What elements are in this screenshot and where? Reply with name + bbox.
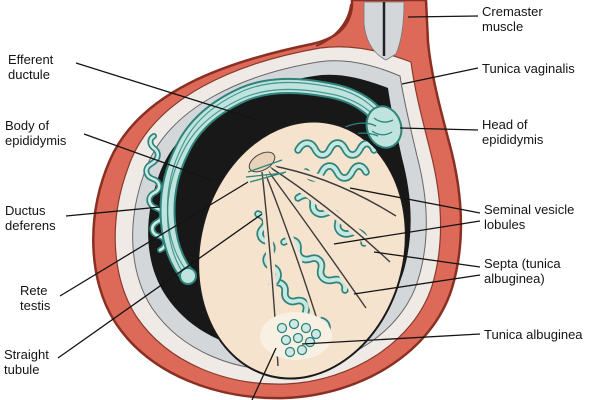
leader-body-of-epididymis [83, 133, 213, 181]
leader-tunica-vaginalis [401, 67, 479, 85]
leader-seminal-lobules-1 [349, 187, 481, 214]
label-seminal-vesicle-lobules: Seminal vesicle lobules [484, 202, 575, 233]
testis-body [197, 120, 407, 380]
tubule-cross-sections [260, 312, 332, 360]
leader-cremaster-muscle [407, 15, 479, 18]
head-of-epididymis-mass [365, 105, 403, 149]
leader-straight-tubule [57, 213, 263, 359]
label-tunica-vaginalis: Tunica vaginalis [482, 61, 575, 76]
label-septa-tunica-albuginea: Septa (tunica albuginea) [484, 256, 561, 287]
leader-rete-testis [59, 181, 249, 297]
label-head-of-epididymis: Head of epididymis [482, 117, 544, 148]
leader-bottom-cropped [251, 347, 277, 400]
label-cremaster-muscle: Cremaster muscle [482, 4, 543, 35]
ductus-deferens-duct [143, 133, 169, 253]
label-body-of-epididymis: Body of epididymis [5, 118, 67, 149]
leader-seminal-lobules-2 [333, 220, 481, 245]
leader-tunica-albuginea [301, 333, 481, 345]
leader-septa-1 [373, 251, 481, 268]
rete-testis-network [245, 151, 287, 183]
leader-septa-2 [353, 274, 481, 295]
leader-head-of-epididymis [399, 127, 479, 131]
label-rete-testis: Rete testis [20, 283, 51, 314]
label-efferent-ductule: Efferent ductule [8, 52, 54, 83]
leader-lines [57, 15, 481, 400]
muscle-fold-line [315, 3, 352, 47]
label-ductus-deferens: Ductus deferens [5, 203, 56, 234]
leader-efferent-ductule [75, 62, 259, 121]
leader-ductus-deferens [65, 206, 161, 217]
label-tunica-albuginea: Tunica albuginea [484, 327, 583, 342]
label-straight-tubule: Straight tubule [4, 347, 49, 378]
epididymis-duct [168, 82, 388, 285]
